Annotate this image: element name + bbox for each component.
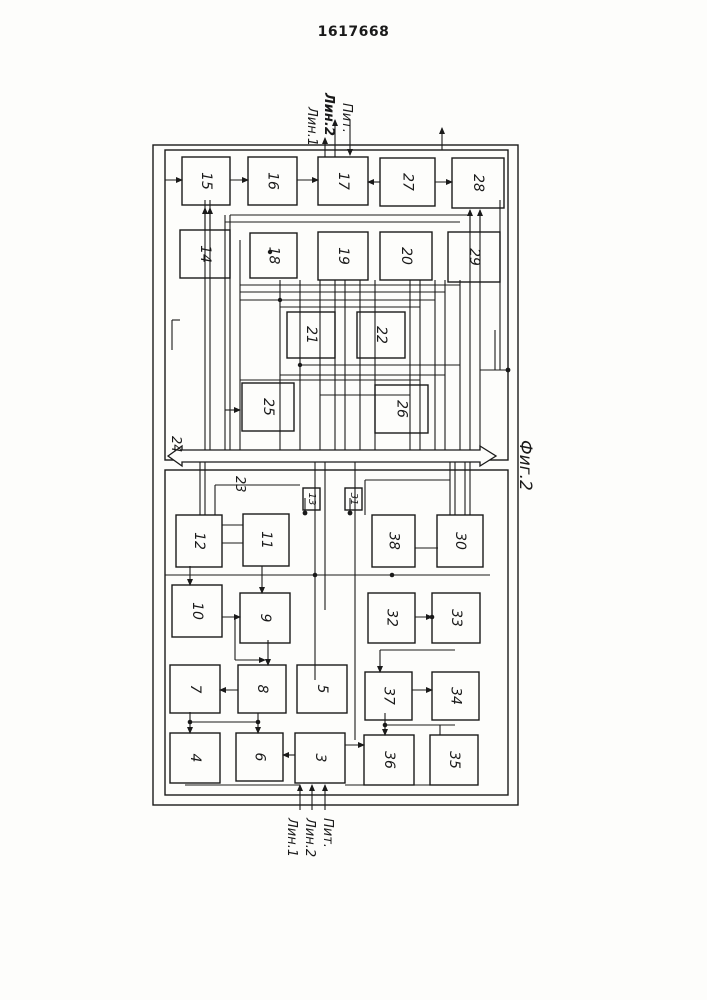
- block-7-label: 7: [187, 685, 203, 694]
- block-34-label: 34: [448, 687, 464, 705]
- block-17-label: 17: [335, 172, 351, 190]
- block-19: 19: [318, 232, 368, 280]
- block-25-label: 25: [260, 398, 276, 416]
- bottom-terminal-lin2: Лин.2: [302, 817, 317, 857]
- lower-section-frame: [165, 470, 508, 795]
- block-22: 22: [357, 312, 405, 358]
- block-30: 30: [437, 515, 483, 567]
- block-38-label: 38: [386, 532, 402, 550]
- block-4-label: 4: [187, 754, 203, 763]
- block-3-label: 3: [312, 754, 328, 763]
- bottom-terminal-lin1: Лин.1: [284, 817, 299, 857]
- block-15: 15: [182, 157, 230, 205]
- block-14-label: 14: [197, 245, 213, 263]
- bus-24-label: 24: [168, 436, 183, 453]
- top-terminal-lin1: Лин.1: [304, 106, 319, 146]
- top-terminal-lin2: Лин.2: [321, 92, 336, 136]
- block-18: 18: [250, 233, 297, 278]
- block-15-label: 15: [198, 172, 214, 190]
- block-9: 9: [240, 593, 290, 643]
- block-26-label: 26: [394, 400, 410, 418]
- block-8: 8: [238, 665, 286, 713]
- block-37: 37: [365, 672, 412, 720]
- block-35: 35: [430, 735, 478, 785]
- block-6: 6: [236, 733, 283, 781]
- outer-frame: [153, 145, 518, 805]
- block-20-label: 20: [398, 247, 414, 265]
- block-16: 16: [248, 157, 297, 205]
- block-11-label: 11: [258, 531, 274, 549]
- block-10: 10: [172, 585, 222, 637]
- block-32-label: 32: [384, 609, 400, 627]
- bus-24: [168, 446, 496, 466]
- block-28: 28: [452, 158, 504, 208]
- block-33: 33: [432, 593, 480, 643]
- block-21: 21: [287, 312, 335, 358]
- bottom-terminal-power: Пит.: [320, 818, 335, 848]
- block-22-label: 22: [373, 326, 389, 344]
- block-37-label: 37: [381, 687, 397, 705]
- block-19-label: 19: [335, 247, 351, 265]
- upper-section-frame: [165, 150, 508, 460]
- block-25: 25: [242, 383, 294, 431]
- block-7: 7: [170, 665, 220, 713]
- block-4: 4: [170, 733, 220, 783]
- block-36: 36: [364, 735, 414, 785]
- block-32: 32: [368, 593, 415, 643]
- block-17: 17: [318, 157, 368, 205]
- block-29: 29: [448, 232, 500, 282]
- figure-caption: Фиг.2: [515, 440, 535, 491]
- block-8-label: 8: [254, 685, 270, 694]
- block-10-label: 10: [189, 602, 205, 620]
- block-27-label: 27: [400, 173, 416, 191]
- block-13-label: 13: [306, 493, 317, 506]
- block-12: 12: [176, 515, 222, 567]
- block-28-label: 28: [470, 174, 486, 192]
- block-12-label: 12: [191, 532, 207, 550]
- block-3: 3: [295, 733, 345, 783]
- block-9-label: 9: [257, 614, 273, 623]
- block-18-label: 18: [266, 247, 282, 265]
- block-33-label: 33: [448, 609, 464, 627]
- top-terminal-power: Пит.: [339, 103, 354, 133]
- block-31: 31: [345, 488, 362, 510]
- block-27: 27: [380, 158, 435, 206]
- block-35-label: 35: [446, 751, 462, 769]
- block-6-label: 6: [252, 753, 268, 762]
- block-16-label: 16: [265, 172, 281, 190]
- block-30-label: 30: [452, 532, 468, 550]
- block-5: 5: [297, 665, 347, 713]
- blocks-layer: 1516172728141819202921222526121113313830…: [170, 157, 504, 785]
- block-29-label: 29: [466, 248, 482, 266]
- block-20: 20: [380, 232, 432, 280]
- block-36-label: 36: [381, 751, 397, 769]
- block-38: 38: [372, 515, 415, 567]
- bus-23-label: 23: [232, 476, 247, 493]
- upper-vertical-buses: [205, 200, 480, 450]
- block-34: 34: [432, 672, 479, 720]
- block-31-label: 31: [348, 493, 359, 506]
- block-11: 11: [243, 514, 289, 566]
- block-21-label: 21: [303, 326, 319, 344]
- block-5-label: 5: [314, 685, 330, 694]
